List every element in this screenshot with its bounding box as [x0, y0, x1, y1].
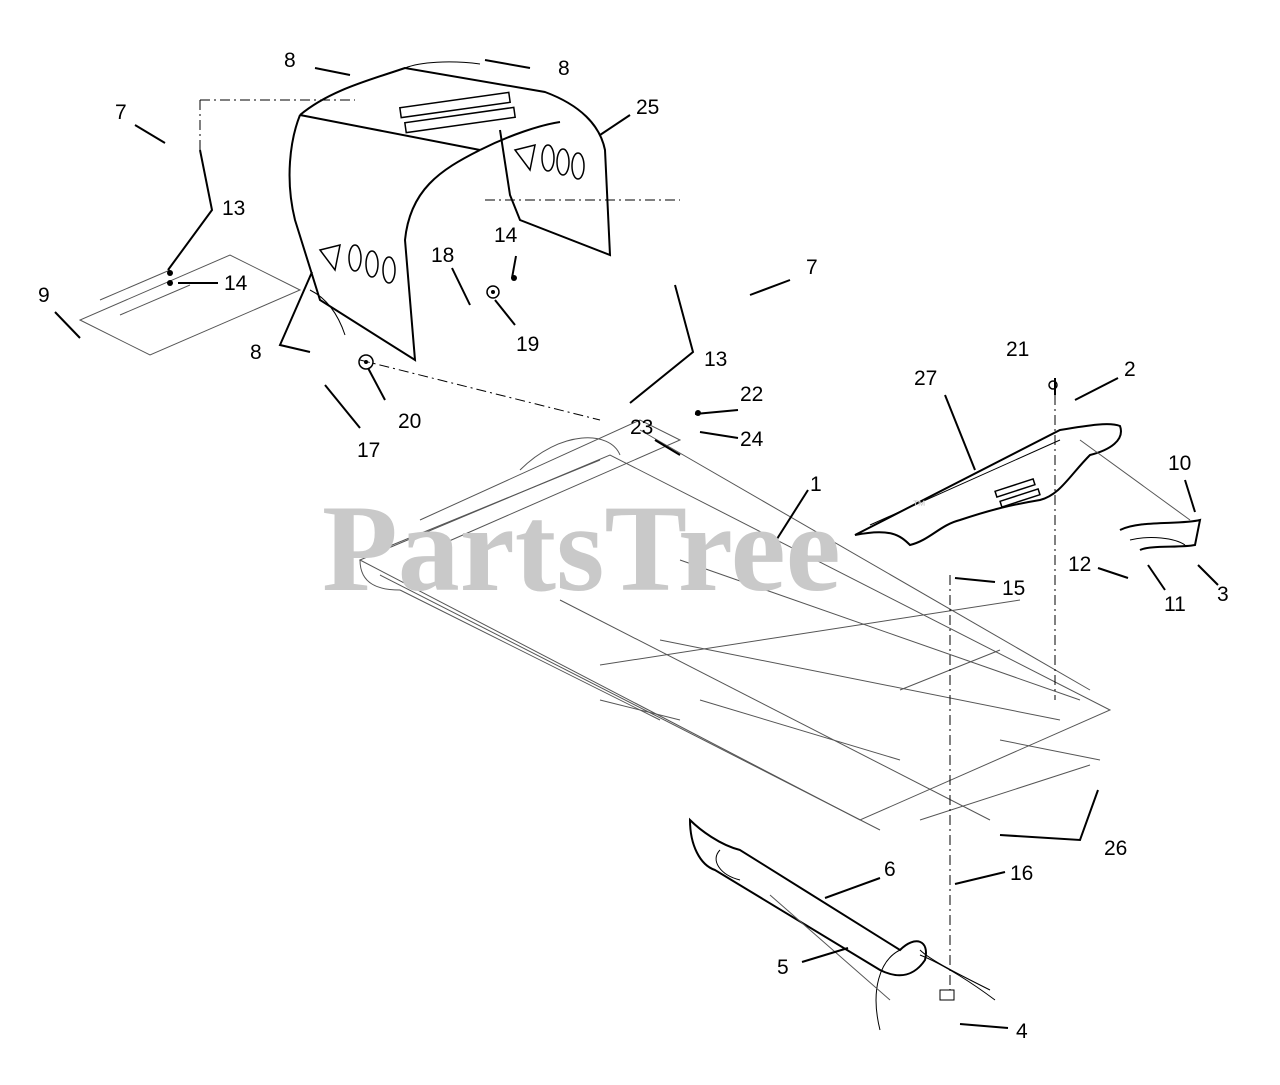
callout-16: 16	[1010, 862, 1033, 885]
right-bracket-drawing	[1079, 439, 1202, 551]
callout-21: 21	[1006, 338, 1029, 361]
hood-vent-slots-left	[318, 243, 396, 284]
callout-12: 12	[1068, 553, 1091, 576]
callout-2: 2	[1124, 358, 1136, 381]
callout-6: 6	[884, 858, 896, 881]
callout-8-top-right: 8	[558, 57, 570, 80]
callout-11: 11	[1164, 593, 1186, 616]
callout-19: 19	[516, 333, 539, 356]
callout-23: 23	[630, 416, 653, 439]
callout-7-right: 7	[806, 256, 818, 279]
hood-vent-slots-right	[513, 143, 585, 180]
callout-3: 3	[1217, 583, 1229, 606]
callout-13-left: 13	[222, 197, 245, 220]
step-plate-drawing	[854, 423, 1122, 547]
callout-25: 25	[636, 96, 659, 119]
hood-cover-drawing	[199, 61, 680, 362]
callout-24: 24	[740, 428, 764, 451]
leader-lines	[54, 59, 1219, 1029]
callout-1: 1	[810, 473, 822, 496]
callout-26: 26	[1104, 837, 1127, 860]
left-bracket-drawing	[78, 254, 302, 356]
callout-17: 17	[357, 439, 380, 462]
frame-drawing	[358, 419, 1112, 831]
callout-8-top-left: 8	[284, 49, 296, 72]
callout-13-right: 13	[704, 348, 727, 371]
callout-15: 15	[1002, 577, 1025, 600]
callout-27: 27	[914, 367, 937, 390]
callout-14-left: 14	[224, 272, 248, 295]
callout-4: 4	[1016, 1020, 1028, 1043]
callout-9: 9	[38, 284, 50, 307]
callout-5: 5	[777, 956, 789, 979]
callout-20: 20	[398, 410, 421, 433]
watermark-text: PartsTree	[322, 480, 841, 617]
callout-7-left: 7	[115, 101, 127, 124]
callout-18: 18	[431, 244, 454, 267]
callout-10: 10	[1168, 452, 1191, 475]
callout-labels: 8 8 25 7 13 14 9 8 14 18 19 7 13 20 17 2…	[38, 49, 1229, 1043]
callout-14-center: 14	[494, 224, 518, 247]
watermark-trademark: ™	[912, 497, 926, 513]
hood-vent-slots-top	[398, 91, 517, 134]
callout-22: 22	[740, 383, 763, 406]
exhaust-pipe-drawing	[688, 817, 996, 1031]
callout-8-lower: 8	[250, 341, 262, 364]
hardware-markers	[167, 270, 1058, 416]
